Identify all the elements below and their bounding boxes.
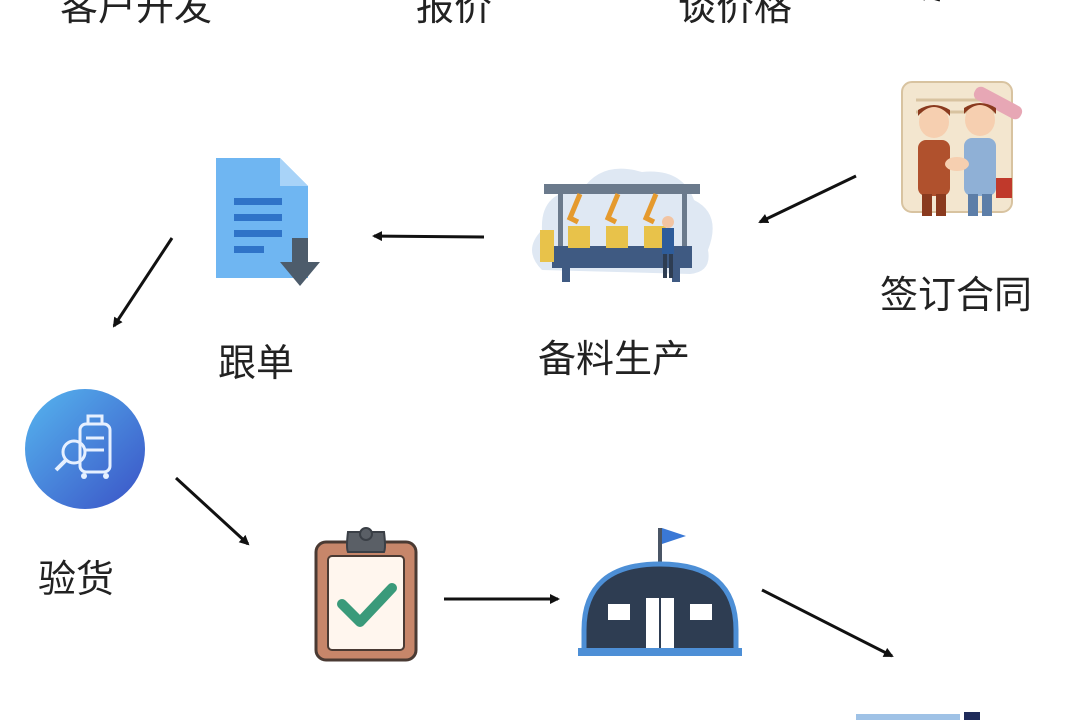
luggage-inspection-icon — [25, 389, 145, 509]
handshake-contract-icon — [901, 81, 1023, 216]
warehouse-flag-icon — [578, 528, 742, 656]
step-label-sign-contract: 签订合同 — [880, 273, 1033, 317]
document-download-icon — [216, 158, 320, 286]
step-label-follow-order: 跟单 — [218, 341, 295, 385]
arrow-production-to-follow-order — [372, 231, 485, 242]
step-label-quote: 报价 — [416, 0, 493, 29]
step-label-inspection: 验货 — [38, 557, 115, 601]
clipboard-check-icon — [314, 527, 418, 662]
arrow-follow-order-to-inspection — [112, 237, 174, 328]
arrow-warehouse-to-next — [761, 588, 894, 658]
factory-production-line-icon — [532, 168, 713, 282]
step-label-production: 备料生产 — [538, 337, 691, 381]
step-label-negotiate-price: 谈价格 — [678, 0, 793, 29]
arrow-inspection-to-checklist — [174, 476, 250, 546]
step-label-customer-development: 客户开发 — [60, 0, 213, 29]
arrow-contract-to-production — [758, 174, 857, 224]
next-step-icon — [856, 712, 980, 720]
